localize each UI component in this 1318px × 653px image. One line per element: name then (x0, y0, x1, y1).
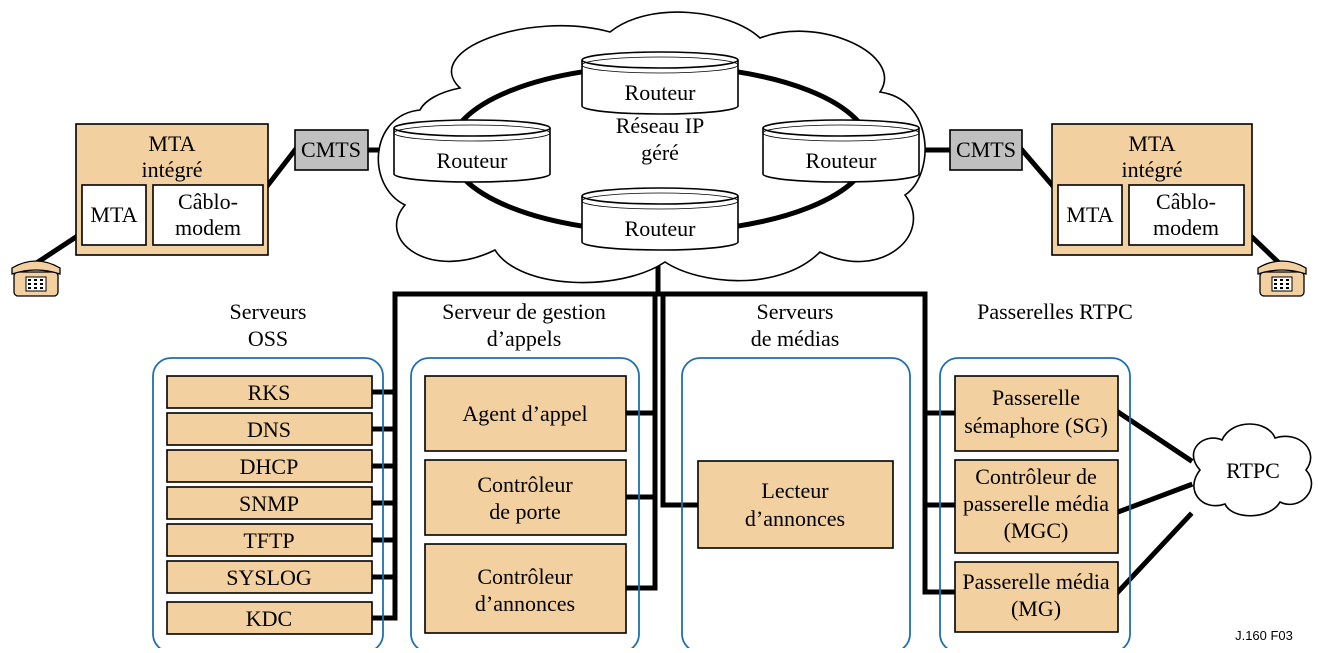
oss-item-label: TFTP (243, 528, 294, 553)
cloud-label-line1: Réseau IP (616, 113, 705, 138)
cmts-left: CMTS (294, 129, 369, 171)
oss-item-label: RKS (248, 380, 291, 405)
cms-title1: Serveur de gestion (442, 299, 606, 324)
svg-text:sémaphore (SG): sémaphore (SG) (964, 413, 1108, 438)
pstn-item-signaling-gateway: Passerelle sémaphore (SG) (954, 375, 1119, 452)
cmts-left-label: CMTS (301, 137, 361, 162)
oss-item: DHCP (166, 449, 373, 483)
mta-left: MTA intégré MTA Câblo- modem (75, 123, 269, 256)
mta-right-mta: MTA (1066, 202, 1113, 227)
router-bottom-label: Routeur (625, 216, 697, 241)
pstn-cloud-label: RTPC (1226, 458, 1280, 483)
pstn-item-media-gateway-controller: Contrôleur de passerelle média (MGC) (954, 459, 1119, 554)
router-top-label: Routeur (625, 80, 697, 105)
cms-item-announcement-controller: Contrôleur d’annonces (424, 543, 627, 634)
pstn-cloud: RTPC (1192, 423, 1313, 517)
mta-right: MTA intégré MTA Câblo- modem (1051, 123, 1253, 256)
router-top: Routeur (581, 51, 739, 115)
cms-item-gate-controller: Contrôleur de porte (424, 459, 627, 536)
svg-text:Agent d’appel: Agent d’appel (462, 401, 587, 426)
mta-right-modem1: Câblo- (1156, 189, 1216, 214)
oss-item-label: SNMP (239, 491, 299, 516)
router-left-label: Routeur (437, 148, 509, 173)
oss-item-label: KDC (246, 606, 292, 631)
oss-item: TFTP (166, 523, 373, 557)
oss-item: SYSLOG (166, 560, 373, 594)
router-right: Routeur (762, 119, 920, 183)
mta-left-modem1: Câblo- (178, 189, 238, 214)
oss-item: RKS (166, 375, 373, 409)
svg-text:(MG): (MG) (1011, 596, 1061, 621)
pstn-title: Passerelles RTPC (977, 299, 1133, 324)
telephone-icon (1257, 260, 1307, 297)
svg-text:Contrôleur: Contrôleur (477, 472, 573, 497)
mta-right-title2: intégré (1121, 157, 1182, 182)
mta-left-title2: intégré (141, 157, 202, 182)
router-right-label: Routeur (806, 148, 878, 173)
oss-item: SNMP (166, 486, 373, 520)
mta-right-title1: MTA (1128, 131, 1175, 156)
figure-id: J.160 F03 (1235, 628, 1293, 643)
oss-title1: Serveurs (230, 299, 307, 324)
svg-text:d’annonces: d’annonces (745, 506, 845, 531)
media-item-announcement-player: Lecteur d’annonces (697, 460, 894, 549)
svg-text:Contrôleur de: Contrôleur de (975, 464, 1097, 489)
telephone-icon (11, 260, 61, 297)
cms-item-call-agent: Agent d’appel (424, 375, 627, 452)
router-bottom: Routeur (581, 187, 739, 251)
cms-title2: d’appels (487, 326, 562, 351)
svg-text:de porte: de porte (489, 499, 560, 524)
media-title2: de médias (751, 326, 840, 351)
mta-left-title1: MTA (148, 131, 195, 156)
cloud-label-line2: géré (641, 140, 679, 165)
router-left: Routeur (393, 119, 551, 183)
svg-text:Passerelle: Passerelle (992, 385, 1080, 410)
mta-right-modem2: modem (1153, 215, 1219, 240)
mta-left-mta: MTA (90, 202, 137, 227)
oss-item-label: DNS (247, 417, 291, 442)
oss-item: DNS (166, 412, 373, 446)
svg-text:Contrôleur: Contrôleur (477, 564, 573, 589)
oss-items: RKS DNS DHCP SNMP TFTP SYSLOG KDC (166, 375, 373, 635)
cmts-right-label: CMTS (956, 137, 1016, 162)
oss-title2: OSS (248, 326, 288, 351)
pstn-item-media-gateway: Passerelle média (MG) (954, 561, 1119, 633)
svg-text:d’annonces: d’annonces (475, 591, 575, 616)
svg-text:passerelle média: passerelle média (963, 491, 1109, 516)
mta-left-modem2: modem (175, 215, 241, 240)
oss-item-label: DHCP (240, 454, 299, 479)
svg-text:Lecteur: Lecteur (761, 478, 829, 503)
connection-lines (34, 146, 1282, 621)
oss-item: KDC (166, 601, 373, 635)
svg-text:(MGC): (MGC) (1004, 518, 1069, 543)
media-title1: Serveurs (757, 299, 834, 324)
svg-text:Passerelle média: Passerelle média (962, 569, 1109, 594)
oss-item-label: SYSLOG (226, 565, 312, 590)
cmts-right: CMTS (949, 129, 1023, 171)
